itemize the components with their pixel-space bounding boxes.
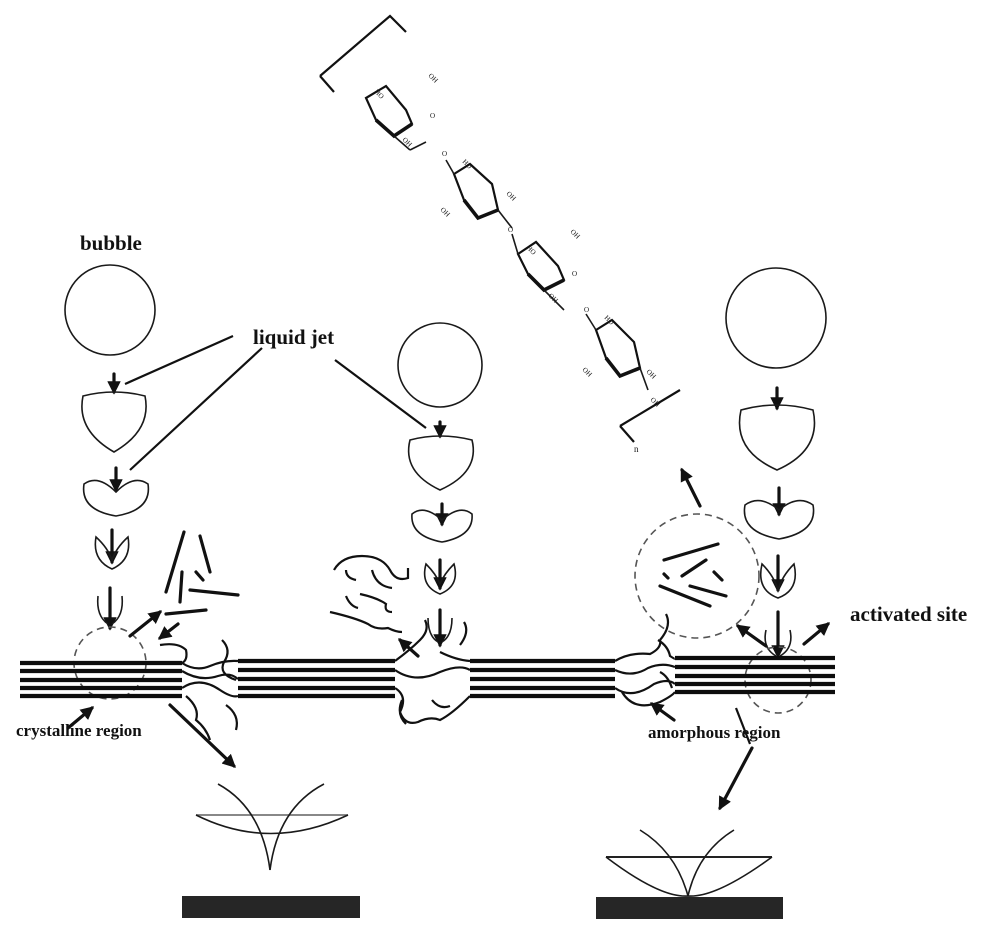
bubble-intact: [64, 264, 156, 356]
bubble-sequence-right: [725, 267, 831, 714]
scatter-arrow-right: [802, 622, 831, 646]
svg-text:O: O: [584, 306, 589, 314]
glucose-unit-2: O HO OH OH: [439, 150, 518, 229]
fiber-segment-crystalline-center: [470, 658, 615, 699]
bubble-collapsing-3: [423, 562, 457, 595]
downward-arrow-right: [718, 746, 754, 811]
amorphous-label-slash: [734, 707, 752, 745]
bracket-top: [319, 14, 407, 93]
repeat-subscript: n: [634, 444, 639, 454]
bubble-collapsing-1: [81, 391, 147, 453]
escape-arrow: [680, 467, 702, 508]
svg-text:HO: HO: [525, 244, 538, 257]
pointer-line-2: [129, 347, 263, 471]
fiber-segment-crystalline-right: [675, 655, 835, 695]
bubble-on-surface-right: [596, 829, 783, 919]
jet-curve-right: [269, 783, 325, 871]
svg-text:OH: OH: [427, 72, 440, 85]
jet-curve-right: [687, 829, 735, 897]
ejection-arrow-center: [397, 638, 420, 658]
amorphous-tangle-2: [394, 619, 471, 725]
crystalline-pointer-arrow: [66, 706, 95, 730]
svg-text:OH: OH: [505, 190, 518, 203]
bubble-collapsing-4: [427, 617, 453, 643]
ejection-arrow-left: [128, 610, 163, 638]
amorphous-tangle-3: [614, 613, 677, 707]
downward-arrow-left: [168, 703, 236, 768]
fiber-segment-crystalline-middle: [238, 658, 395, 699]
fragment-dashed-circle: [634, 513, 760, 639]
bubble-label: bubble: [80, 231, 142, 255]
amorphous-tangle-1: [159, 639, 239, 741]
jet-curve-left: [217, 783, 271, 871]
svg-text:OH: OH: [439, 206, 452, 219]
fragment-arrow: [157, 622, 180, 640]
liquid-jet-label: liquid jet: [253, 325, 334, 349]
bubble-collapsing-1: [738, 404, 816, 471]
svg-text:O: O: [508, 226, 513, 234]
solid-surface-right: [596, 897, 783, 919]
fiber-segment-crystalline-left: [20, 660, 182, 699]
bubble-near-surface-left: [182, 783, 360, 918]
bubble-collapsing-2: [411, 509, 473, 543]
svg-text:HO: HO: [373, 88, 386, 101]
amorphous-region-label: amorphous region: [648, 723, 781, 742]
jet-curve-left: [639, 829, 689, 897]
released-fragments-circle: [634, 467, 760, 639]
pointer-line-3: [334, 359, 427, 429]
amorphous-pointer-arrow: [649, 702, 676, 722]
bubble-arc: [195, 814, 349, 835]
svg-text:OH: OH: [569, 228, 582, 241]
fiber-fragments-left: [157, 530, 240, 640]
activated-site-dashed-circle: [744, 646, 812, 714]
bubble-collapsing-2: [743, 499, 815, 540]
glucose-unit-1: HO OH O OH: [364, 72, 440, 151]
liquid-jet-pointers: [124, 334, 427, 471]
cellulose-fiber-bundle: [20, 613, 835, 741]
bubble-collapsing-2: [82, 479, 150, 517]
bubble-collapsing-1: [407, 435, 474, 491]
bubble-intact: [397, 322, 483, 408]
solid-surface-left: [182, 896, 360, 918]
bubble-collapsing-3: [94, 535, 130, 570]
bubble-sequence-center: [397, 322, 483, 648]
bubble-collapsing-4: [96, 595, 124, 625]
svg-text:OH: OH: [645, 368, 658, 381]
bubble-collapsing-3: [759, 562, 797, 599]
glucose-unit-3: O HO OH O OH: [508, 226, 582, 311]
scatter-arrow-left: [735, 624, 768, 648]
svg-text:O: O: [572, 270, 577, 278]
bracket-bottom: [619, 389, 681, 443]
svg-text:O: O: [442, 150, 447, 158]
svg-text:OH: OH: [581, 366, 594, 379]
bubble-sequence-left: [64, 264, 156, 700]
bubble-intact: [725, 267, 827, 369]
glucose-unit-4: O HO OH OH OH: [581, 306, 662, 409]
crystalline-region-label: crystalline region: [16, 721, 142, 740]
svg-text:OH: OH: [401, 136, 414, 149]
activated-site-label: activated site: [850, 602, 967, 626]
svg-text:O: O: [430, 112, 435, 120]
pointer-line-1: [124, 334, 234, 386]
fiber-fragments-center: [329, 554, 410, 634]
